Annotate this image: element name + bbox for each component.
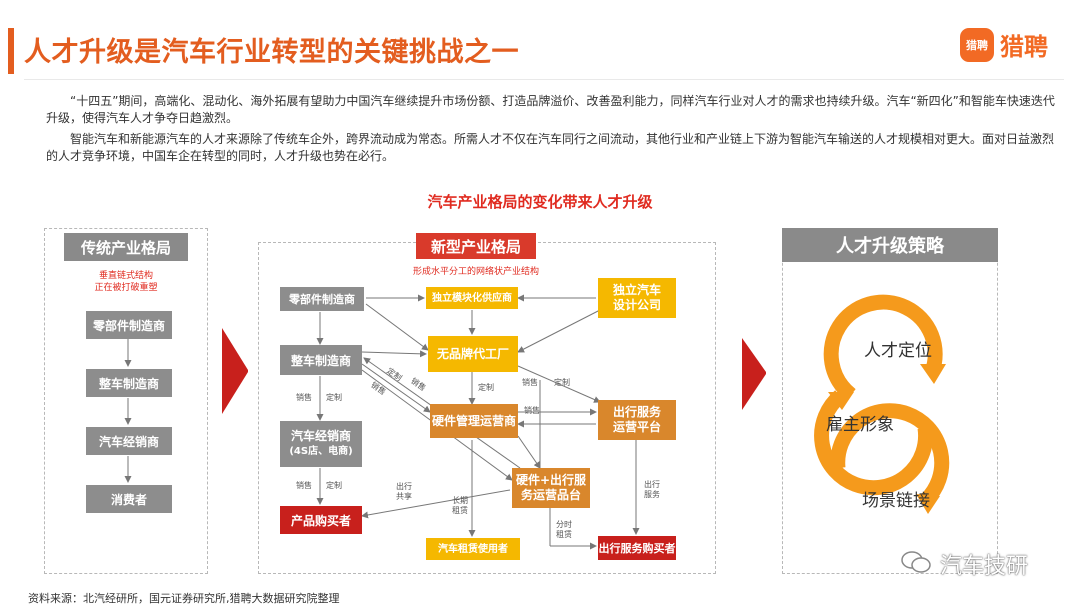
strategy-item-talent-positioning: 人才定位 bbox=[864, 341, 932, 361]
edge-label-sell-6: 销售 bbox=[524, 406, 540, 415]
source-footnote: 资料来源：北汽经研所，国元证券研究所,猎聘大数据研究院整理 bbox=[28, 592, 340, 605]
strategy-item-scene-link: 场景链接 bbox=[862, 491, 930, 511]
intro-paragraph-2: 智能汽车和新能源汽车的人才来源除了传统车企外，跨界流动成为常态。所需人才不仅在汽… bbox=[46, 132, 1055, 163]
edge-label-sell-5: 销售 bbox=[522, 378, 538, 387]
new-dealer: 汽车经销商 (4S店、电商) bbox=[280, 421, 362, 467]
traditional-header: 传统产业格局 bbox=[64, 233, 188, 261]
edge-label-custom-2: 定制 bbox=[326, 481, 342, 490]
big-red-arrow-right bbox=[742, 338, 766, 410]
strategy-item-employer-image: 雇主形象 bbox=[826, 415, 894, 435]
diagram-title: 汽车产业格局的变化带来人才升级 bbox=[427, 193, 653, 211]
liepin-logo-icon: 猎聘 bbox=[960, 28, 994, 62]
independent-module-supplier: 独立模块化供应商 bbox=[426, 287, 518, 309]
big-red-arrow-left bbox=[222, 328, 248, 414]
service-buyer: 出行服务购买者 bbox=[598, 536, 676, 560]
traditional-note: 垂直链式结构 正在被打破重塑 bbox=[94, 271, 158, 293]
liepin-logo-text: 猎聘 bbox=[1000, 33, 1048, 61]
new-oem: 整车制造商 bbox=[280, 345, 362, 375]
page-title: 人才升级是汽车行业转型的关键挑战之一 bbox=[24, 37, 519, 68]
mobility-service-platform: 出行服务运营平台 bbox=[598, 400, 676, 440]
new-dealer-label: 汽车经销商 bbox=[290, 429, 351, 443]
wechat-icon bbox=[901, 551, 931, 573]
rental-user: 汽车租赁使用者 bbox=[426, 538, 520, 560]
independent-design-company: 独立汽车设计公司 bbox=[598, 278, 676, 318]
trad-oem: 整车制造商 bbox=[86, 369, 172, 397]
edge-label-sell-1: 销售 bbox=[296, 393, 312, 402]
new-parts-maker: 零部件制造商 bbox=[280, 287, 364, 311]
intro-paragraph-1: “十四五”期间，高端化、混动化、海外拓展有望助力中国汽车继续提升市场份额、打造品… bbox=[46, 94, 1055, 125]
edge-label-long-rent: 长期租赁 bbox=[452, 496, 468, 515]
edge-label-time-share: 分时租赁 bbox=[556, 520, 572, 539]
title-accent-bar bbox=[8, 28, 14, 74]
new-dealer-sub: (4S店、电商) bbox=[289, 446, 353, 457]
traditional-panel bbox=[44, 228, 208, 574]
edge-label-mobility-share: 出行共享 bbox=[396, 482, 412, 501]
edge-label-custom-4: 定制 bbox=[478, 383, 494, 392]
no-brand-factory: 无品牌代工厂 bbox=[428, 336, 518, 372]
strategy-header: 人才升级策略 bbox=[782, 228, 998, 262]
edge-label-mobility-service: 出行服务 bbox=[644, 480, 660, 499]
header-divider bbox=[24, 79, 1064, 80]
hw-mobility-platform: 硬件+出行服务运营品台 bbox=[512, 468, 590, 508]
watermark-text: 汽车技研 bbox=[940, 554, 1029, 579]
trad-dealer: 汽车经销商 bbox=[86, 427, 172, 455]
edge-label-custom-1: 定制 bbox=[326, 393, 342, 402]
trad-consumer: 消费者 bbox=[86, 485, 172, 513]
new-header: 新型产业格局 bbox=[416, 233, 536, 259]
trad-parts-maker: 零部件制造商 bbox=[86, 311, 172, 339]
edge-label-custom-5: 定制 bbox=[554, 378, 570, 387]
new-note: 形成水平分工的网络状产业结构 bbox=[412, 267, 539, 277]
hardware-operator: 硬件管理运营商 bbox=[430, 404, 518, 438]
strategy-panel bbox=[782, 228, 998, 574]
edge-label-sell-2: 销售 bbox=[296, 481, 312, 490]
product-buyer: 产品购买者 bbox=[280, 506, 362, 534]
